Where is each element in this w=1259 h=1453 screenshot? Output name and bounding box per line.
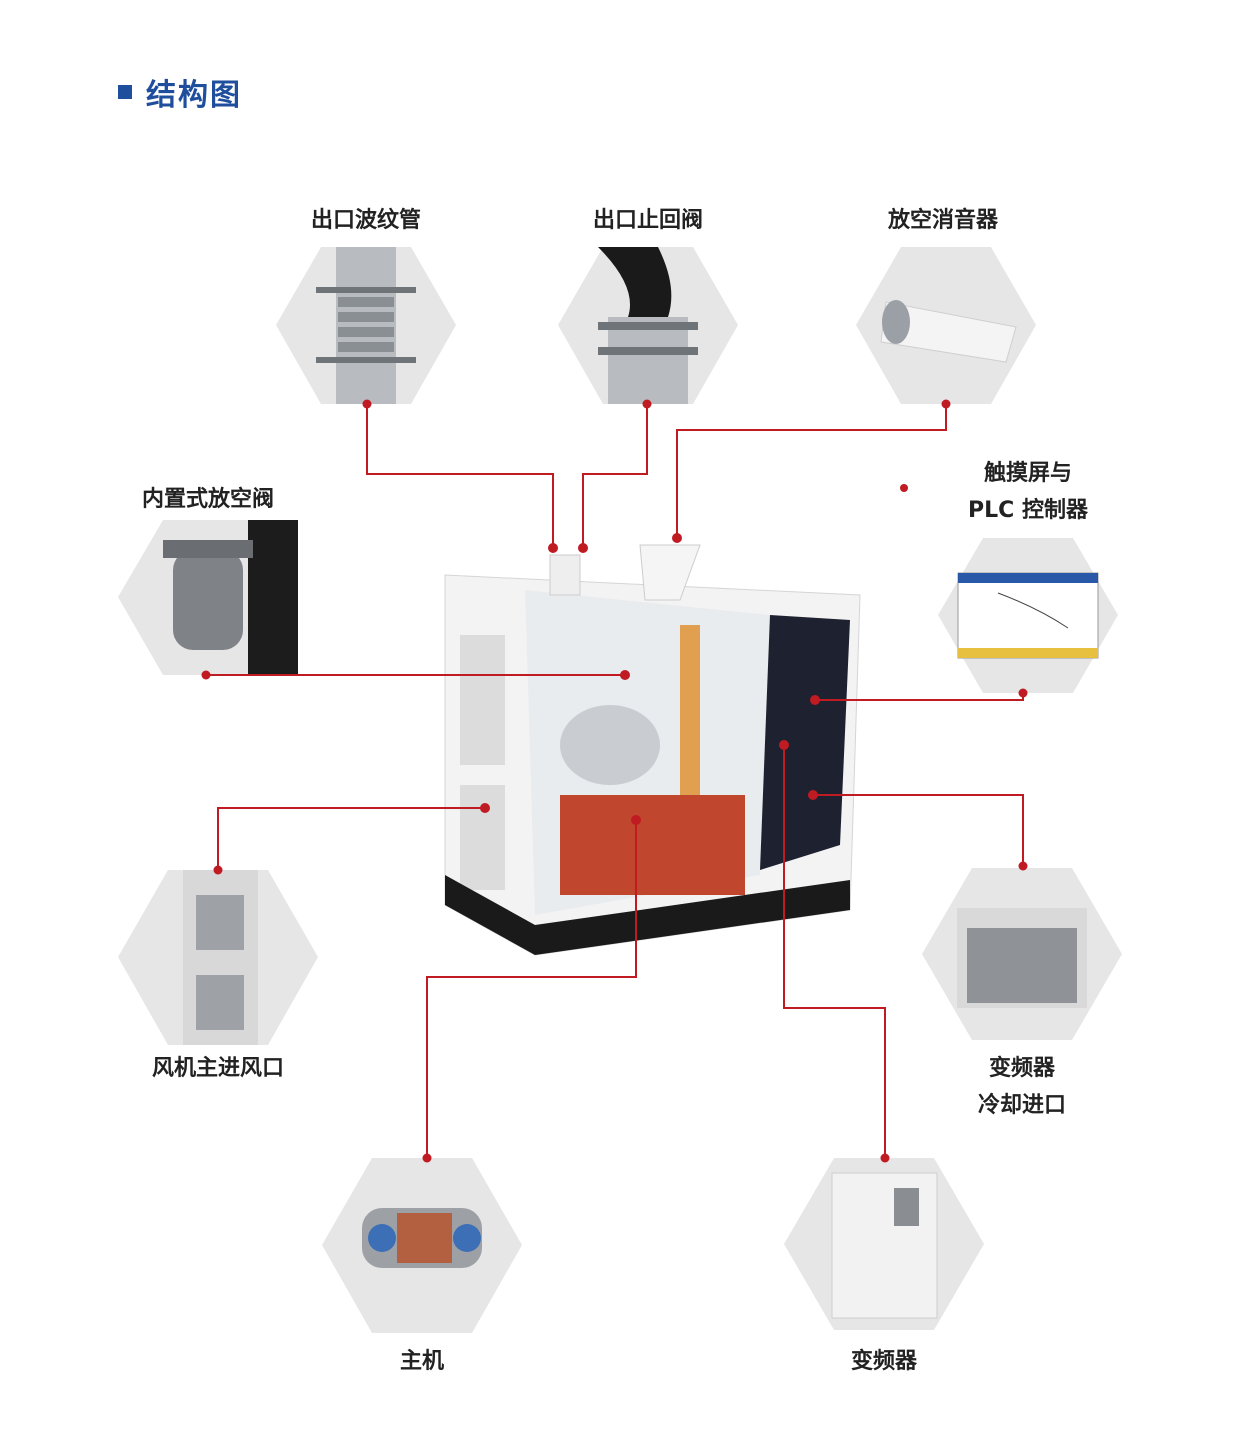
label-touchscreen-plc-line2: PLC 控制器 [968, 498, 1088, 523]
builtin-vent-valve-image [118, 520, 298, 675]
outlet-check-valve-image [558, 247, 738, 404]
section-title: 结构图 [118, 70, 242, 114]
main-unit-image [322, 1158, 522, 1333]
label-touchscreen-plc-line1: 触摸屏与 [983, 461, 1072, 486]
label-builtin-vent-valve: 内置式放空阀 [141, 487, 274, 512]
label-inverter: 变频器 [850, 1349, 917, 1374]
label-inverter-cooling-inlet: 变频器 冷却进口 [922, 1050, 1122, 1124]
inverter-image [784, 1158, 984, 1330]
touchscreen-plc-image [938, 538, 1118, 693]
label-outlet-check-valve: 出口止回阀 [592, 208, 703, 233]
fan-main-inlet-image [118, 870, 318, 1045]
label-outlet-bellows: 出口波纹管 [310, 208, 421, 233]
label-vent-silencer: 放空消音器 [887, 208, 998, 233]
label-main-unit: 主机 [399, 1349, 444, 1374]
label-fan-main-inlet: 风机主进风口 [151, 1056, 284, 1081]
inverter-cooling-inlet-image [922, 868, 1122, 1040]
vent-silencer-image [856, 247, 1036, 404]
central-machine-image [444, 544, 861, 956]
label-inverter-cooling-line1: 变频器 [988, 1056, 1055, 1081]
title-square-icon [118, 85, 132, 99]
label-inverter-cooling-line2: 冷却进口 [977, 1093, 1066, 1118]
section-title-text: 结构图 [146, 78, 242, 113]
outlet-bellows-image [276, 247, 456, 404]
label-touchscreen-plc: 触摸屏与 PLC 控制器 [928, 455, 1128, 529]
